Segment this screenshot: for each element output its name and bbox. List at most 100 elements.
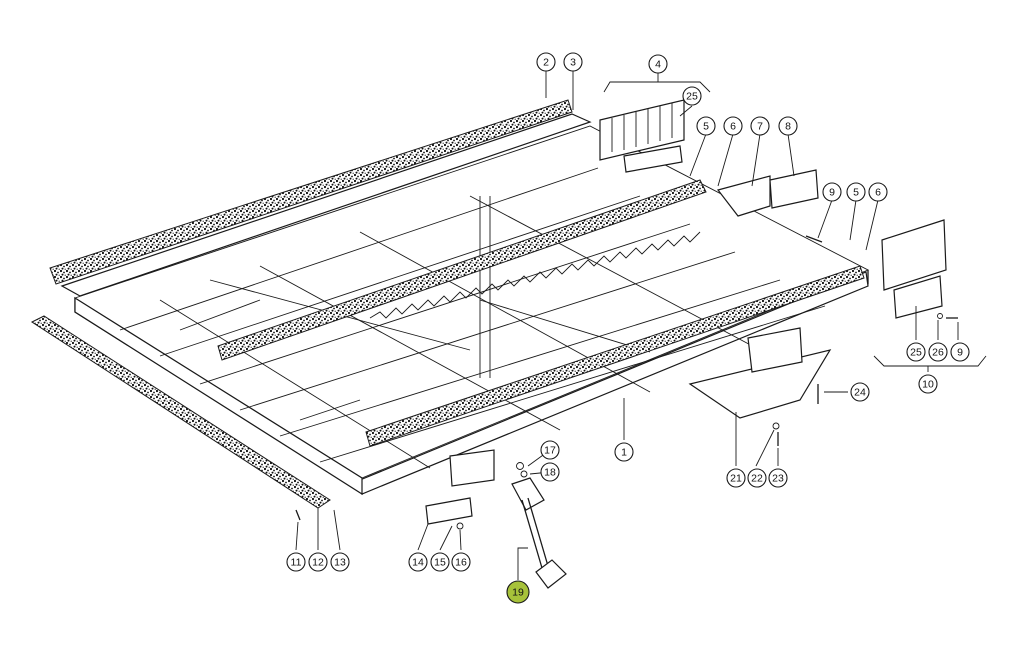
callout-circle [928, 342, 948, 362]
callout-number: 25 [910, 347, 922, 359]
callout-circle [430, 552, 450, 572]
callout-circle [330, 552, 350, 572]
strut-top-flange [511, 477, 545, 511]
callout-c8: 8 [778, 116, 798, 136]
callout-c25b: 25 [906, 342, 926, 362]
washer-26 [937, 313, 943, 319]
guard-plate-small [623, 145, 683, 173]
callout-number: 16 [455, 557, 467, 569]
callout-c11: 11 [286, 552, 306, 572]
guard-ribs [611, 103, 673, 152]
callout-c9b: 9 [950, 342, 970, 362]
grit-strip-top [49, 99, 573, 285]
callout-c26: 26 [928, 342, 948, 362]
callout-circle [540, 440, 560, 460]
callout-circle [563, 52, 583, 72]
callout-circle [648, 54, 668, 74]
callout-circle [308, 552, 328, 572]
callout-number: 13 [334, 557, 346, 569]
callout-circle [614, 442, 634, 462]
callout-c12: 12 [308, 552, 328, 572]
strut-bottom-flange [535, 559, 567, 589]
callout-circle [778, 116, 798, 136]
leader-lines [295, 70, 987, 580]
guard-sheet [599, 99, 685, 161]
callout-c13: 13 [330, 552, 350, 572]
frame-bracket-right [747, 327, 803, 373]
callout-c6a: 6 [723, 116, 743, 136]
callout-number: 9 [957, 347, 963, 359]
callout-c10: 10 [918, 374, 938, 394]
side-guard-plate-lower [893, 275, 943, 319]
nut-17 [516, 462, 524, 470]
sawtooth-plate-7 [716, 175, 771, 217]
bolt-11 [295, 509, 301, 521]
callout-number: 9 [829, 187, 835, 199]
callout-number: 24 [854, 387, 866, 399]
callout-number: 22 [751, 473, 763, 485]
washer-22 [772, 422, 780, 430]
callout-c15: 15 [430, 552, 450, 572]
sawtooth-rail [369, 231, 701, 319]
callout-number: 18 [544, 467, 556, 479]
callout-number: 25 [686, 91, 698, 103]
callout-c7: 7 [750, 116, 770, 136]
callout-c6b: 6 [868, 182, 888, 202]
callout-c24: 24 [850, 382, 870, 402]
top-rail [60, 113, 592, 297]
callout-circle [682, 86, 702, 106]
callout-c23: 23 [768, 468, 788, 488]
callout-c5a: 5 [696, 116, 716, 136]
callout-number: 3 [570, 57, 576, 69]
callout-circle [506, 580, 530, 604]
callout-number: 19 [512, 587, 524, 599]
callout-c3: 3 [563, 52, 583, 72]
callout-circle [846, 182, 866, 202]
callout-circle [822, 182, 842, 202]
callout-c19: 19 [506, 580, 530, 604]
callout-circle [540, 462, 560, 482]
callout-circle [950, 342, 970, 362]
callout-number: 2 [543, 57, 549, 69]
callout-circle [451, 552, 471, 572]
callout-number: 8 [785, 121, 791, 133]
frame-bracket-left [449, 449, 495, 487]
callout-number: 12 [312, 557, 324, 569]
grit-strip-middle [217, 179, 707, 361]
callout-number: 4 [655, 59, 661, 71]
sawtooth-plate-8 [769, 169, 819, 209]
callout-c25a: 25 [682, 86, 702, 106]
callout-circle [918, 374, 938, 394]
nut-16 [456, 522, 464, 530]
callout-c18: 18 [540, 462, 560, 482]
callout-number: 5 [703, 121, 709, 133]
callout-number: 17 [544, 445, 556, 457]
callout-c14: 14 [408, 552, 428, 572]
callout-circle [408, 552, 428, 572]
mount-block-14 [425, 497, 473, 525]
callout-circle [536, 52, 556, 72]
callout-c22: 22 [747, 468, 767, 488]
callout-c4: 4 [648, 54, 668, 74]
callout-c2: 2 [536, 52, 556, 72]
callout-circle [696, 116, 716, 136]
callout-number: 7 [757, 121, 763, 133]
callout-number: 11 [291, 557, 302, 569]
callout-number: 14 [412, 557, 424, 569]
callout-number: 1 [621, 447, 627, 459]
callout-circle [868, 182, 888, 202]
callout-number: 10 [922, 379, 934, 391]
callout-circle [768, 468, 788, 488]
callout-number: 6 [875, 187, 881, 199]
callout-number: 5 [853, 187, 859, 199]
callout-c5b: 5 [846, 182, 866, 202]
strut-rod-a [521, 499, 543, 569]
callout-c1: 1 [614, 442, 634, 462]
callout-c9a: 9 [822, 182, 842, 202]
callout-circle [750, 116, 770, 136]
callout-circle [747, 468, 767, 488]
callout-circle [850, 382, 870, 402]
callout-number: 26 [932, 347, 944, 359]
